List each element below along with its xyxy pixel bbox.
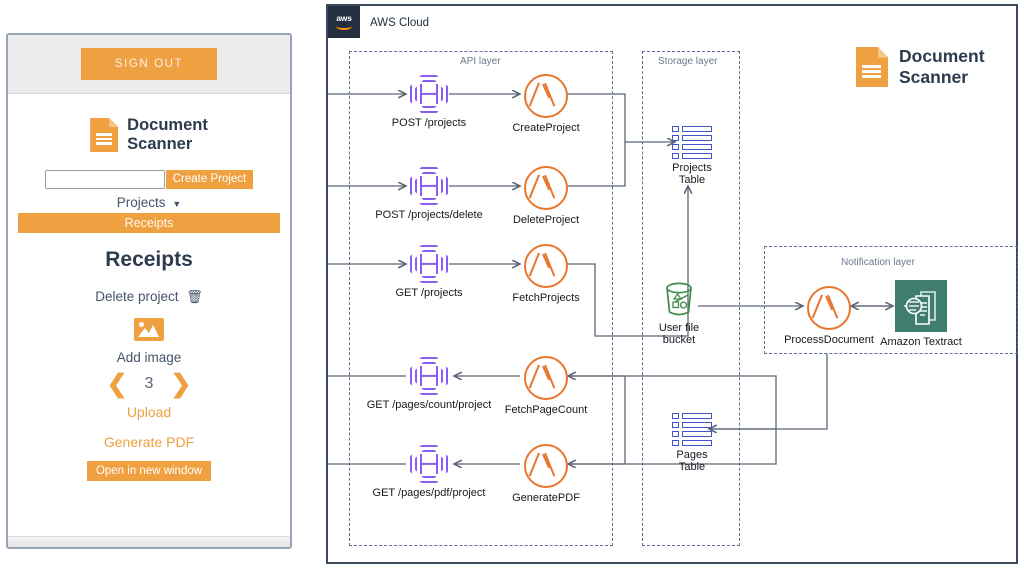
api-gateway-node-5[interactable]: GET /pages/pdf/project [373,445,485,499]
diagram-brand-line2: Scanner [899,67,969,87]
api-gateway-node-1[interactable]: POST /projects [392,75,466,129]
aws-badge-text: aws [336,12,352,23]
aws-logo-icon: aws [328,6,360,38]
create-project-row: Create Project [18,169,280,189]
aws-cloud-boundary: aws AWS Cloud API layer Storage layer No… [326,4,1018,564]
textract-icon [895,280,947,332]
lambda-node-delete-project[interactable]: DeleteProject [513,166,579,226]
dynamodb-table-icon [672,126,712,159]
pages-table-node[interactable]: Pages Table [672,413,712,473]
api-gateway-icon [410,167,448,205]
api-endpoint-label-1: POST /projects [391,117,467,129]
api-gateway-icon [410,445,448,483]
user-file-bucket-label: User file bucket [658,322,700,347]
notification-layer-label: Notification layer [841,257,915,268]
add-image-icon[interactable] [134,317,164,341]
api-gateway-node-2[interactable]: POST /projects/delete [375,167,483,221]
current-page-number: 3 [144,375,154,393]
document-scanner-icon [856,47,888,87]
lambda-label-2: DeleteProject [512,214,580,226]
app-brand-line1: Document [127,116,208,134]
lambda-icon [524,244,568,288]
project-list-item-receipts[interactable]: Receipts [18,212,280,233]
lambda-node-fetch-page-count[interactable]: FetchPageCount [505,356,587,416]
app-brand: Document Scanner [18,116,280,154]
lambda-node-generate-pdf[interactable]: GeneratePDF [512,444,580,504]
trash-icon: 🗑 [186,288,203,304]
lambda-icon [524,356,568,400]
project-name-input[interactable] [44,169,165,189]
api-gateway-icon [410,357,448,395]
storage-layer-label: Storage layer [658,56,718,67]
lambda-label-1: CreateProject [512,122,580,134]
dynamodb-table-icon [672,413,712,446]
app-brand-line2: Scanner [127,134,193,153]
document-scanner-app-panel: SIGN OUT Document Scanner Create Project… [6,33,292,549]
lambda-icon [524,444,568,488]
document-scanner-icon [90,117,119,152]
prev-page-icon[interactable]: ❮ [106,369,128,398]
diagram-brand-text: Document Scanner [899,46,985,88]
lambda-node-fetch-projects[interactable]: FetchProjects [512,244,580,304]
api-gateway-node-3[interactable]: GET /projects [395,245,463,299]
lambda-label-3: FetchProjects [512,292,580,304]
create-project-button[interactable]: Create Project [165,169,254,189]
lambda-node-create-project[interactable]: CreateProject [512,74,580,134]
page-title: Receipts [105,247,193,271]
api-endpoint-label-3: GET /projects [395,287,463,299]
upload-button[interactable]: Upload [126,403,172,420]
horizontal-scrollbar[interactable] [8,536,290,547]
add-image-label: Add image [116,349,182,365]
api-layer-label: API layer [460,56,501,67]
api-endpoint-label-4: GET /pages/count/project [366,399,492,411]
projects-table-node[interactable]: Projects Table [672,126,712,186]
notification-layer-box [764,246,1018,354]
app-brand-text: Document Scanner [127,116,208,154]
lambda-label-4: FetchPageCount [504,404,588,416]
user-file-bucket-node[interactable]: User file bucket [659,282,699,346]
process-document-node[interactable]: ProcessDocument [784,286,874,346]
api-endpoint-label-5: GET /pages/pdf/project [372,487,486,499]
api-gateway-icon [410,245,448,283]
amazon-textract-label: Amazon Textract [880,336,962,348]
next-page-icon[interactable]: ❯ [170,369,192,398]
pages-table-label: Pages Table [676,449,708,474]
amazon-textract-node[interactable]: Amazon Textract [880,280,962,348]
api-gateway-icon [410,75,448,113]
lambda-label-5: GeneratePDF [512,492,580,504]
lambda-icon [524,74,568,118]
aws-cloud-label: AWS Cloud [370,17,430,29]
process-document-label: ProcessDocument [784,334,874,346]
lambda-icon [524,166,568,210]
app-top-bar: SIGN OUT [8,35,290,94]
api-endpoint-label-2: POST /projects/delete [375,209,483,221]
delete-project-label: Delete project [95,288,179,304]
projects-table-label: Projects Table [672,162,712,187]
projects-dropdown[interactable]: Projects ▼ [18,195,280,210]
delete-project-button[interactable]: Delete project 🗑 [18,289,280,305]
open-in-new-window-button[interactable]: Open in new window [86,460,212,481]
page-pager: ❮ 3 ❯ [18,369,280,398]
generate-pdf-button[interactable]: Generate PDF [103,433,195,450]
diagram-brand-line1: Document [899,46,985,66]
projects-dropdown-label: Projects [116,194,166,210]
app-body: Document Scanner Create Project Projects… [8,116,290,481]
chevron-down-icon: ▼ [172,198,182,209]
lambda-icon [807,286,851,330]
api-gateway-node-4[interactable]: GET /pages/count/project [367,357,491,411]
sign-out-button[interactable]: SIGN OUT [80,48,218,80]
s3-bucket-icon [662,282,696,318]
diagram-brand: Document Scanner [856,46,985,88]
